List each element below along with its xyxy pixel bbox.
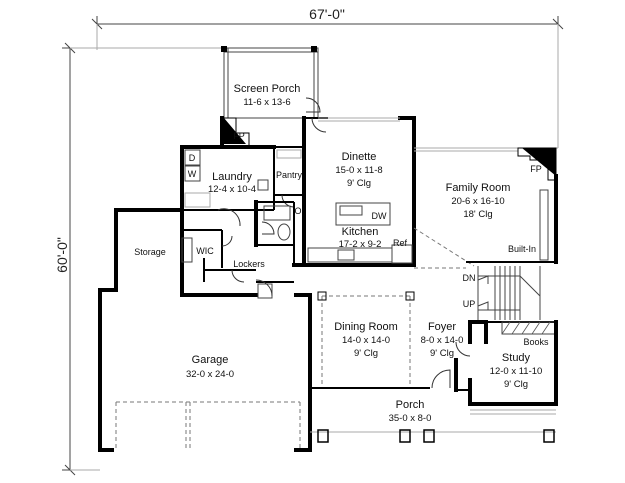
sink-label: O <box>294 206 301 216</box>
garage-label: Garage <box>192 354 229 366</box>
dimension-lines <box>62 16 564 476</box>
foyer-label: Foyer <box>428 321 456 333</box>
dishwasher-label: DW <box>372 211 387 221</box>
lockers-area <box>180 258 294 299</box>
foyer-ceiling: 9' Clg <box>430 348 454 359</box>
laundry-walls <box>180 145 276 212</box>
books-label: Books <box>523 337 549 347</box>
pantry-label: Pantry <box>276 170 303 180</box>
dinette-size: 15-0 x 11-8 <box>335 165 382 176</box>
stair-up-label: UP <box>463 299 476 309</box>
storage-label: Storage <box>134 247 166 257</box>
dining-room-outline <box>310 267 466 389</box>
bath-walls <box>254 200 295 265</box>
dinette-kitchen-walls <box>292 116 416 267</box>
kitchen-size: 17-2 x 9-2 <box>339 239 382 250</box>
family-room-fp-label: FP <box>530 164 542 174</box>
height-dimension-label: 60'-0" <box>54 237 70 273</box>
screen-porch-door[interactable] <box>305 97 321 113</box>
family-room-label: Family Room <box>446 182 511 194</box>
lockers-label: Lockers <box>233 259 265 269</box>
refrigerator-label: Ref <box>393 238 408 248</box>
porch-outline <box>310 409 556 443</box>
laundry-size: 12-4 x 10-4 <box>208 184 256 195</box>
width-dimension-label: 67'-0" <box>309 6 345 22</box>
front-door[interactable] <box>431 369 451 389</box>
study-size: 12-0 x 11-10 <box>490 366 543 377</box>
garage-size: 32-0 x 24-0 <box>186 369 234 380</box>
dining-room-size: 14-0 x 14-0 <box>342 335 390 346</box>
screen-porch-label: Screen Porch <box>234 83 301 95</box>
family-room-ceiling: 18' Clg <box>463 209 492 220</box>
dinette-ceiling: 9' Clg <box>347 178 371 189</box>
study-ceiling: 9' Clg <box>504 379 528 390</box>
foyer-size: 8-0 x 14-0 <box>421 335 464 346</box>
garage-walls <box>98 208 312 452</box>
family-room-size: 20-6 x 16-10 <box>451 196 504 207</box>
porch-label: Porch <box>396 399 425 411</box>
kitchen-label: Kitchen <box>342 226 379 238</box>
screen-porch-fp-label: FP <box>233 131 245 141</box>
dinette-label: Dinette <box>342 151 377 163</box>
dryer-label: D <box>189 153 196 163</box>
wic-label: WIC <box>196 246 214 256</box>
screen-porch-size: 11-6 x 13-6 <box>243 97 290 108</box>
washer-label: W <box>188 169 197 179</box>
laundry-label: Laundry <box>212 171 252 183</box>
dining-room-ceiling: 9' Clg <box>354 348 378 359</box>
study-walls <box>455 320 558 406</box>
stair-down-label: DN <box>463 273 476 283</box>
family-room-walls <box>413 147 558 267</box>
porch-size: 35-0 x 8-0 <box>389 413 432 424</box>
built-in-label: Built-In <box>508 244 536 254</box>
dining-room-label: Dining Room <box>334 321 398 333</box>
wic-walls <box>180 208 241 297</box>
study-label: Study <box>502 352 531 364</box>
stairs <box>477 266 541 320</box>
